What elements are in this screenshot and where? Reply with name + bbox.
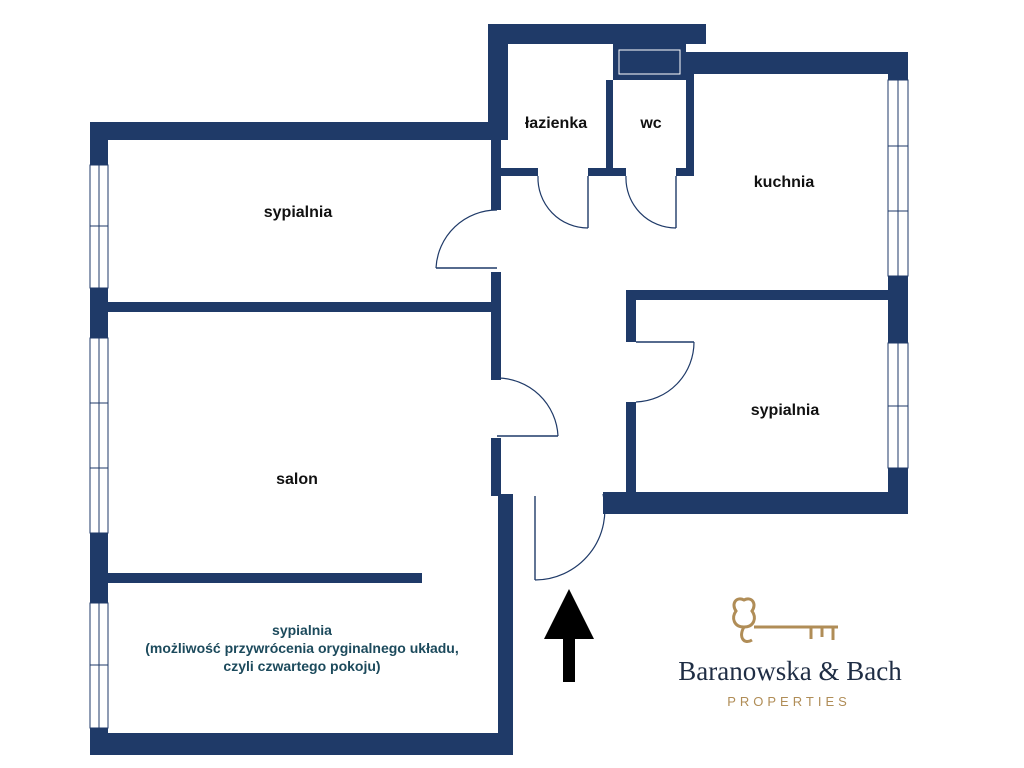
- window-left-lower: [89, 602, 109, 729]
- wall-wc-bottom-right: [676, 168, 694, 176]
- room-label-sypialnia-bottom-line2: (możliwość przywrócenia oryginalnego ukł…: [145, 640, 459, 656]
- room-label-salon: salon: [276, 471, 318, 488]
- window-right-kitchen: [887, 79, 909, 277]
- wall-bath-bottom-mid: [588, 168, 626, 176]
- key-icon: [732, 597, 838, 643]
- room-label-kuchnia: kuchnia: [754, 174, 815, 191]
- wall-bath-wc-divider: [606, 80, 613, 176]
- door-bedroom-right: [635, 341, 695, 403]
- brand-logo: Baranowska & Bach PROPERTIES: [678, 597, 902, 709]
- room-label-sypialnia-bottom-line3: czyli czwartego pokoju): [223, 658, 380, 674]
- room-label-wc: wc: [639, 115, 661, 132]
- wall-bottom: [90, 733, 513, 755]
- window-left-upper: [89, 164, 109, 289]
- windows: [89, 79, 909, 729]
- shaft: [613, 44, 686, 80]
- door-entrance: [534, 493, 606, 581]
- door-salon: [496, 377, 559, 437]
- wall-bedroom-right-left-low: [626, 402, 636, 497]
- window-left-middle: [89, 337, 109, 534]
- room-label-sypialnia-bottom-line1: sypialnia: [272, 622, 332, 638]
- brand-name: Baranowska & Bach: [678, 656, 902, 686]
- wall-top-left: [90, 122, 498, 140]
- door-bathroom: [537, 175, 589, 229]
- room-label-sypialnia-right: sypialnia: [751, 402, 820, 419]
- wall-bedroom-right-left-top: [626, 290, 636, 342]
- wall-bath-left: [488, 24, 508, 140]
- wall-kitchen-bottom: [626, 290, 888, 300]
- arrow-up-icon: [544, 589, 594, 682]
- wall-top-kitchen: [686, 52, 908, 74]
- wall-bath-bottom-left: [500, 168, 538, 176]
- wall-bedroom-salon: [108, 302, 500, 312]
- wall-hall-left-top: [491, 122, 501, 210]
- room-label-lazienka: łazienka: [525, 115, 587, 132]
- brand-tagline: PROPERTIES: [727, 694, 851, 709]
- wall-hall-left-low: [491, 438, 501, 496]
- window-right-bedroom: [887, 342, 909, 469]
- interior-walls: [108, 74, 888, 583]
- wall-salon-partition: [108, 573, 422, 583]
- room-label-sypialnia-top-left: sypialnia: [264, 204, 333, 221]
- wall-top-bath: [488, 24, 706, 44]
- wall-wc-right: [686, 74, 694, 176]
- doors: [435, 175, 695, 581]
- wall-hall-left-mid: [491, 272, 501, 380]
- wall-bottom-right: [603, 492, 908, 514]
- door-bedroom-top-left: [435, 209, 498, 269]
- door-wc: [625, 175, 677, 229]
- wall-bottom-right-stub: [498, 494, 513, 755]
